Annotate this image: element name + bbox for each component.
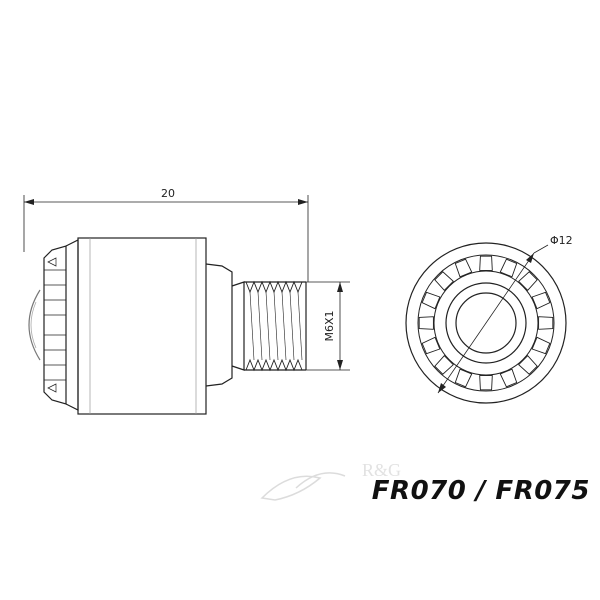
crown-tooth [479,375,493,391]
overall-length-dimension: 20 [23,187,309,282]
crown-tooth [454,368,473,388]
crown-tooth [518,271,538,291]
diameter-dimension: Φ12 [437,234,573,394]
side-view: 20 [23,187,350,415]
main-body [77,237,207,415]
crown-tooth [518,355,538,375]
end-view: Φ12 [405,234,573,404]
crown-tooth [434,271,454,291]
crown-tooth [531,291,551,310]
crown-tooth [421,291,441,310]
crown-tooth [418,316,434,330]
crown-tooth [531,336,551,355]
bore-inner-circle [455,292,517,354]
outer-circle [405,242,567,404]
watermark-logo [260,472,346,501]
watermark-text: R&G [362,460,401,480]
crown-teeth [418,255,554,391]
threaded-stud [231,280,307,372]
crown-tooth [538,316,554,330]
part-number-label: FR070 / FR075 [371,476,590,506]
thread-dimension: M6X1 [306,281,350,371]
crown-tooth [499,258,518,278]
crown-tooth [479,255,493,271]
thread-spec-label: M6X1 [323,310,336,341]
knurled-crown [43,245,67,405]
crown-inner-circle [433,270,539,376]
overall-length-label: 20 [161,187,175,200]
diameter-label: Φ12 [550,234,573,247]
bore-outer-circle [445,282,527,364]
crown-tooth [434,355,454,375]
crown-outer-circle [417,254,555,392]
crown-tooth [454,258,473,278]
crown-tooth [421,336,441,355]
crown-tooth [499,368,518,388]
